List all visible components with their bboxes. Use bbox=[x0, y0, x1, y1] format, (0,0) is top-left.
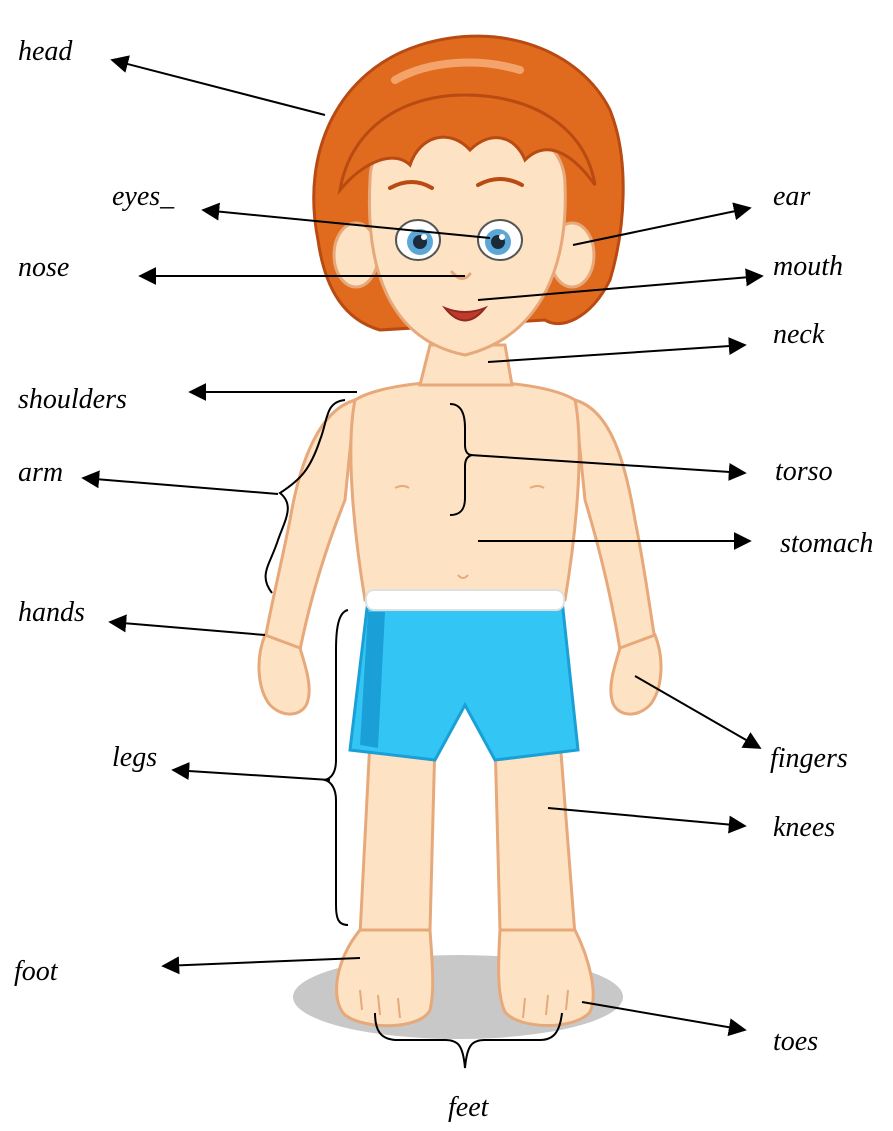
brace-legs bbox=[325, 610, 348, 925]
label-shoulders: shoulders bbox=[18, 386, 127, 414]
waistband bbox=[366, 590, 564, 610]
label-fingers: fingers bbox=[770, 745, 848, 773]
pointer-fingers bbox=[635, 676, 760, 748]
label-hands: hands bbox=[18, 599, 85, 627]
label-stomach: stomach bbox=[780, 530, 873, 558]
pointer-neck bbox=[488, 345, 745, 362]
label-eyes: eyes_ bbox=[112, 183, 174, 211]
pointer-legs bbox=[173, 770, 330, 780]
pointer-hands bbox=[110, 622, 265, 635]
label-mouth: mouth bbox=[773, 253, 843, 281]
label-knees: knees bbox=[773, 814, 835, 842]
label-neck: neck bbox=[773, 321, 824, 349]
label-torso: torso bbox=[775, 458, 833, 486]
pointer-arm bbox=[83, 478, 278, 494]
legs-figure bbox=[360, 740, 575, 935]
pointer-head bbox=[112, 60, 325, 115]
label-nose: nose bbox=[18, 254, 69, 282]
label-arm: arm bbox=[18, 459, 63, 487]
pointer-toes bbox=[582, 1002, 745, 1030]
pointer-knees bbox=[548, 808, 745, 826]
label-head: head bbox=[18, 38, 72, 66]
label-ear: ear bbox=[773, 183, 810, 211]
pointer-foot bbox=[163, 958, 360, 966]
label-feet: feet bbox=[448, 1094, 488, 1122]
label-toes: toes bbox=[773, 1028, 818, 1056]
label-foot: foot bbox=[14, 958, 58, 986]
label-legs: legs bbox=[112, 744, 157, 772]
